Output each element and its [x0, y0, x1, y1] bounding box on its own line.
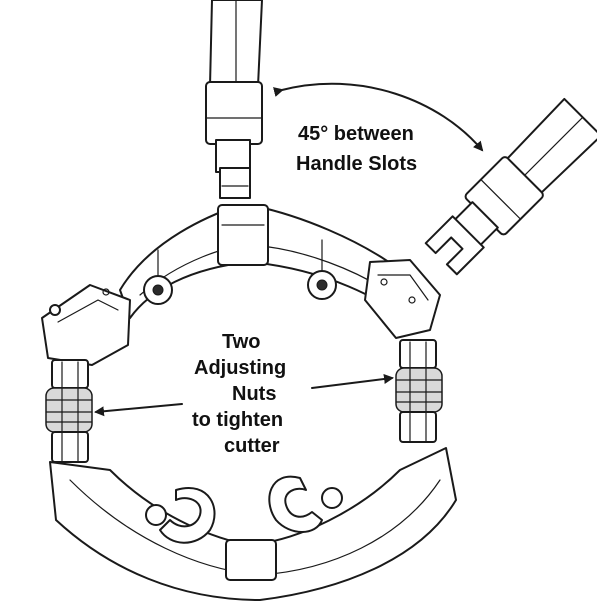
handle-angle-label-1: 45° between — [298, 123, 414, 145]
handle-vertical — [205, 0, 263, 199]
handle-angled — [424, 97, 597, 276]
adjust-label-5: cutter — [224, 435, 280, 457]
adjust-label-4: to tighten — [192, 409, 283, 431]
adjust-label-2: Adjusting — [194, 357, 286, 379]
cutter-ring — [41, 204, 457, 601]
adjust-label-1: Two — [222, 331, 261, 353]
angle-arrow — [273, 82, 484, 152]
right-nut-arrow — [311, 374, 394, 389]
handle-angle-label-2: Handle Slots — [296, 153, 417, 175]
adjust-label-3: Nuts — [232, 383, 276, 405]
left-nut-arrow — [94, 403, 183, 417]
